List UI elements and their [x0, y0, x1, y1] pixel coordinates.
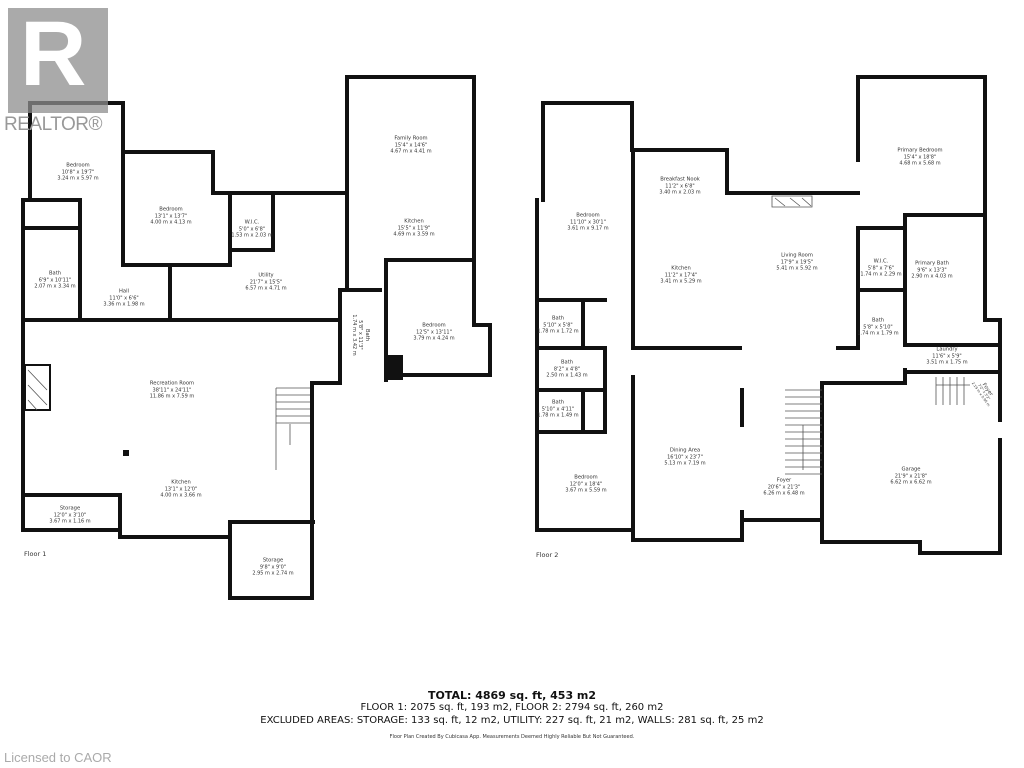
excluded-areas: EXCLUDED AREAS: STORAGE: 133 sq. ft, 12 … — [260, 714, 764, 726]
floor1-label: Floor 1 — [24, 550, 47, 558]
room-label: W.I.C.5'8" x 7'6"1.74 m x 2.29 m — [860, 258, 902, 278]
floor1-post — [123, 450, 129, 456]
area-summary: TOTAL: 4869 sq. ft, 453 m2 FLOOR 1: 2075… — [0, 689, 1024, 740]
credit-note: Floor Plan Created By Cubicasa App. Meas… — [389, 734, 635, 740]
room-label: W.I.C.5'0" x 6'8"1.53 m x 2.03 m — [231, 219, 273, 239]
realtor-r-glyph: R — [20, 3, 87, 105]
realtor-logo: R REALTOR® — [0, 0, 124, 140]
floor1-column — [386, 355, 403, 380]
floor2-walls — [535, 75, 1002, 555]
realtor-wordmark: REALTOR® — [4, 114, 103, 135]
license-text: Licensed to CAOR — [4, 750, 112, 765]
floor1-details — [24, 364, 310, 470]
total-area: TOTAL: 4869 sq. ft, 453 m2 — [427, 689, 597, 702]
floor2-details — [771, 195, 970, 475]
floor2-label: Floor 2 — [536, 551, 559, 559]
floor1-walls — [21, 75, 492, 600]
floor-areas: FLOOR 1: 2075 sq. ft, 193 m2, FLOOR 2: 2… — [360, 702, 664, 713]
realtor-r-logo-icon — [8, 8, 108, 113]
